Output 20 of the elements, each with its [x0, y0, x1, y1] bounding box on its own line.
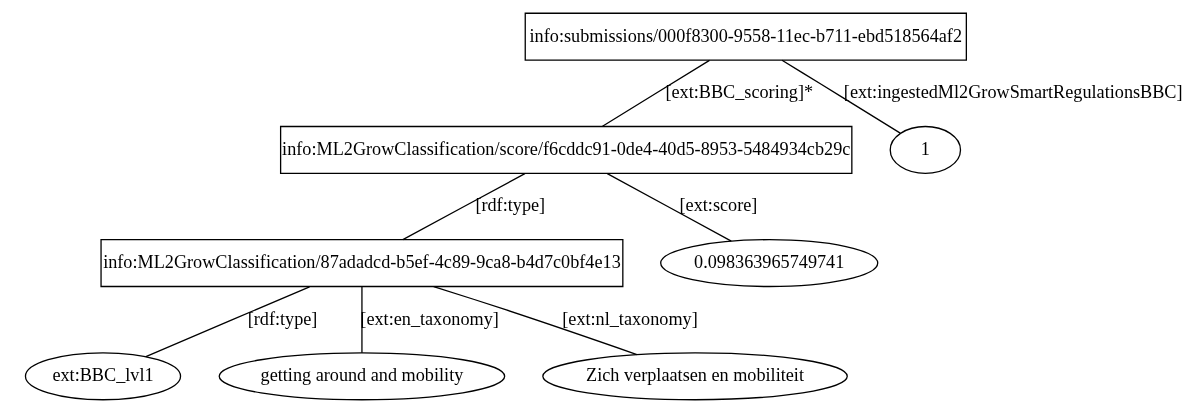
edge-label: [ext:ingestedMl2GrowSmartRegulationsBBC] — [843, 82, 1183, 103]
connector — [780, 59, 901, 134]
node-ellipse: ext:BBC_lvl1 — [24, 352, 181, 401]
node-ellipse: Zich verplaatsen en mobiliteit — [541, 352, 848, 401]
edge-label: [rdf:type] — [474, 195, 545, 216]
connector — [606, 172, 732, 242]
connector — [601, 59, 710, 127]
node-ellipse: 0.098363965749741 — [659, 239, 878, 288]
edge-label: [rdf:type] — [247, 308, 317, 329]
connector — [401, 172, 526, 241]
node-ellipse: 1 — [889, 125, 961, 174]
node-box: info:ML2GrowClassification/87adadcd-b5ef-4c89-9ca8-b4d7c0bf4e13 — [99, 239, 623, 288]
edge-label: [ext:nl_taxonomy] — [561, 308, 698, 329]
node-box: info:ML2GrowClassification/score/f6cddc91-0de4-40d5-8953-5484934cb29c — [279, 125, 852, 174]
edge-label: [ext:BBC_scoring]* — [664, 82, 813, 103]
node-ellipse: getting around and mobility — [218, 352, 505, 401]
node-box: info:submissions/000f8300-9558-11ec-b711-ebd518564af2 — [524, 12, 967, 61]
edge-label: [ext:score] — [679, 195, 757, 216]
connector — [432, 285, 638, 356]
connector — [144, 286, 310, 358]
